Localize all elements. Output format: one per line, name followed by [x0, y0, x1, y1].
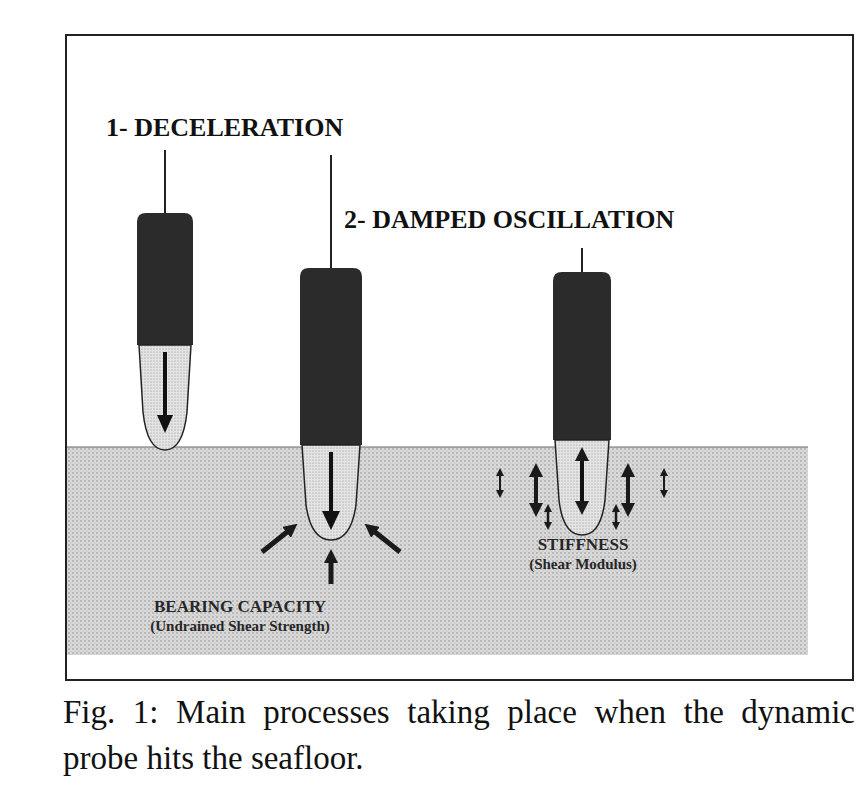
label-slot: 1- DECELERATION — [106, 114, 343, 143]
probe-body — [137, 213, 193, 345]
probe-one — [137, 150, 193, 450]
stage-heading: 1- DECELERATION — [106, 114, 343, 143]
caption-slot: Fig. 1: Main processes taking place when… — [63, 690, 855, 781]
oscillation-arrow — [663, 472, 665, 494]
seafloor-surface — [67, 446, 808, 447]
oscillation-arrow — [547, 508, 550, 526]
oscillation-arrow — [615, 508, 618, 526]
probe-cable — [581, 248, 583, 272]
oscillation-arrow — [626, 470, 630, 510]
probe-cable — [330, 155, 332, 268]
force-arrowhead — [322, 511, 340, 530]
property-note: (Undrained Shear Strength) — [150, 618, 329, 635]
text-slot: (Shear Modulus) — [529, 556, 637, 573]
oscillation-arrow — [534, 470, 538, 510]
oscillation-arrow — [580, 454, 584, 508]
label-slot: 2- DAMPED OSCILLATION — [344, 206, 674, 235]
probe-cable — [164, 150, 166, 213]
force-arrow — [329, 452, 333, 514]
oscillation-arrow — [499, 472, 501, 494]
resistance-arrow — [370, 528, 400, 552]
figure-frame — [66, 35, 853, 680]
property-heading: BEARING CAPACITY — [154, 597, 326, 617]
probe-tip — [555, 440, 609, 535]
probe-body — [300, 268, 362, 445]
resistance-arrow — [329, 556, 334, 584]
force-arrowhead — [157, 415, 173, 433]
seafloor-region: BEARING CAPACITY(Undrained Shear Strengt… — [67, 447, 808, 655]
seafloor-ground — [67, 447, 808, 655]
stage-heading: 2- DAMPED OSCILLATION — [344, 206, 674, 235]
property-heading: STIFFNESS — [538, 535, 629, 555]
text-slot: (Undrained Shear Strength) — [150, 618, 329, 635]
probe-tip — [302, 445, 360, 540]
force-arrow — [163, 352, 167, 418]
probe-three — [500, 248, 664, 535]
probe-tip — [139, 345, 191, 450]
text-slot: BEARING CAPACITY — [154, 597, 326, 617]
resistance-arrow — [262, 528, 292, 552]
figure-caption: Fig. 1: Main processes taking place when… — [63, 690, 855, 781]
text-slot: STIFFNESS — [538, 535, 629, 555]
property-note: (Shear Modulus) — [529, 556, 637, 573]
probe-body — [553, 272, 611, 440]
